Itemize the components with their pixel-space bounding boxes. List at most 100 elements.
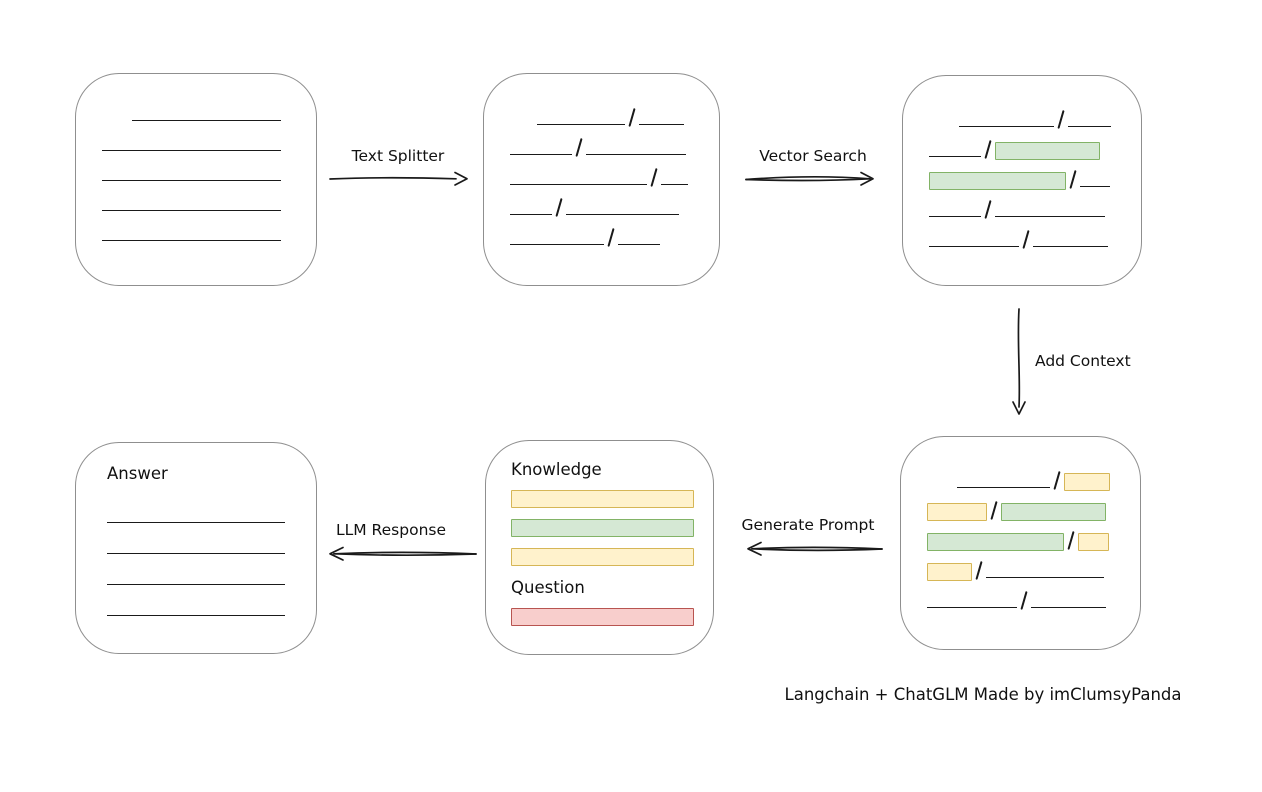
node-split-chunks — [483, 73, 720, 286]
slash-separator — [1053, 471, 1061, 490]
matched-chunk-rows — [929, 100, 1119, 250]
yellow-chunk — [927, 503, 987, 521]
split-chunk-rows — [510, 98, 697, 248]
chunk-row — [510, 218, 697, 248]
answer-heading: Answer — [107, 464, 168, 483]
text-line — [995, 216, 1106, 217]
add-context-label: Add Context — [1035, 352, 1131, 370]
text-splitter-arrow — [329, 171, 468, 186]
slash-separator — [1020, 591, 1028, 610]
green-chunk — [995, 142, 1101, 160]
chunk-row — [929, 220, 1119, 250]
chunk-row — [102, 184, 294, 214]
red-bar — [511, 608, 694, 626]
question-heading: Question — [511, 578, 585, 597]
slash-separator — [975, 561, 983, 580]
spacer — [929, 129, 959, 130]
text-line — [102, 150, 281, 151]
spacer — [927, 490, 957, 491]
generate-prompt-label: Generate Prompt — [741, 516, 875, 534]
credit-text: Langchain + ChatGLM Made by imClumsyPand… — [784, 685, 1182, 704]
chunk-row — [927, 521, 1118, 551]
vector-search-label: Vector Search — [759, 147, 867, 165]
knowledge-heading: Knowledge — [511, 460, 602, 479]
node-answer: Answer — [75, 442, 317, 654]
chunk-row — [929, 160, 1119, 190]
green-chunk — [929, 172, 1066, 190]
chunk-row — [510, 98, 697, 128]
green-chunk — [1001, 503, 1107, 521]
text-line — [510, 244, 604, 245]
green-bar — [511, 519, 694, 537]
slash-separator — [984, 140, 992, 159]
text-line — [102, 210, 281, 211]
chunk-row — [927, 581, 1118, 611]
text-line — [510, 214, 552, 215]
text-line — [639, 124, 685, 125]
chunk-row — [929, 130, 1119, 160]
chunk-row — [102, 214, 294, 244]
chunk-row — [102, 154, 294, 184]
text-line — [618, 244, 661, 245]
text-line — [537, 124, 625, 125]
chunk-row — [927, 491, 1118, 521]
chunk-row — [929, 100, 1119, 130]
vector-search-arrow — [745, 171, 874, 186]
yellow-bar — [511, 490, 694, 508]
llm-response-label: LLM Response — [335, 521, 446, 539]
question-bars — [511, 608, 694, 626]
text-line — [1080, 186, 1111, 187]
text-line — [510, 184, 647, 185]
text-line — [102, 180, 281, 181]
text-line — [957, 487, 1050, 488]
chunk-row — [102, 94, 294, 124]
slash-separator — [1067, 531, 1075, 550]
text-line — [107, 585, 285, 616]
green-chunk — [927, 533, 1064, 551]
text-line — [586, 154, 687, 155]
yellow-bar — [511, 548, 694, 566]
yellow-chunk — [1064, 473, 1111, 491]
prompt-content: Knowledge Question — [511, 459, 694, 637]
text-line — [929, 246, 1019, 247]
slash-separator — [1022, 230, 1030, 249]
knowledge-bars — [511, 490, 694, 566]
context-chunk-rows — [927, 461, 1118, 611]
slash-separator — [607, 228, 615, 247]
node-source-document — [75, 73, 317, 286]
chunk-row — [510, 128, 697, 158]
text-line — [107, 554, 285, 585]
text-line — [661, 184, 689, 185]
text-line — [986, 577, 1105, 578]
document-lines — [102, 94, 294, 244]
text-splitter-label: Text Splitter — [351, 147, 445, 165]
llm-response-arrow — [329, 546, 477, 561]
text-line — [1033, 246, 1109, 247]
text-line — [929, 216, 981, 217]
text-line — [566, 214, 680, 215]
yellow-chunk — [927, 563, 972, 581]
spacer — [510, 127, 537, 128]
slash-separator — [628, 108, 636, 127]
node-matched-chunks — [902, 75, 1142, 286]
yellow-chunk — [1078, 533, 1110, 551]
node-context-chunks — [900, 436, 1141, 650]
node-prompt: Knowledge Question — [485, 440, 714, 655]
chunk-row — [510, 158, 697, 188]
slash-separator — [1057, 110, 1065, 129]
chunk-row — [929, 190, 1119, 220]
slash-separator — [575, 138, 583, 157]
text-line — [132, 120, 281, 121]
text-line — [959, 126, 1054, 127]
answer-content: Answer — [107, 463, 286, 616]
slash-separator — [984, 200, 992, 219]
text-line — [927, 607, 1017, 608]
add-context-arrow — [1012, 308, 1026, 415]
text-line — [107, 492, 285, 523]
text-line — [107, 523, 285, 554]
slash-separator — [650, 168, 658, 187]
text-line — [510, 154, 572, 155]
text-line — [102, 240, 281, 241]
slash-separator — [990, 501, 998, 520]
